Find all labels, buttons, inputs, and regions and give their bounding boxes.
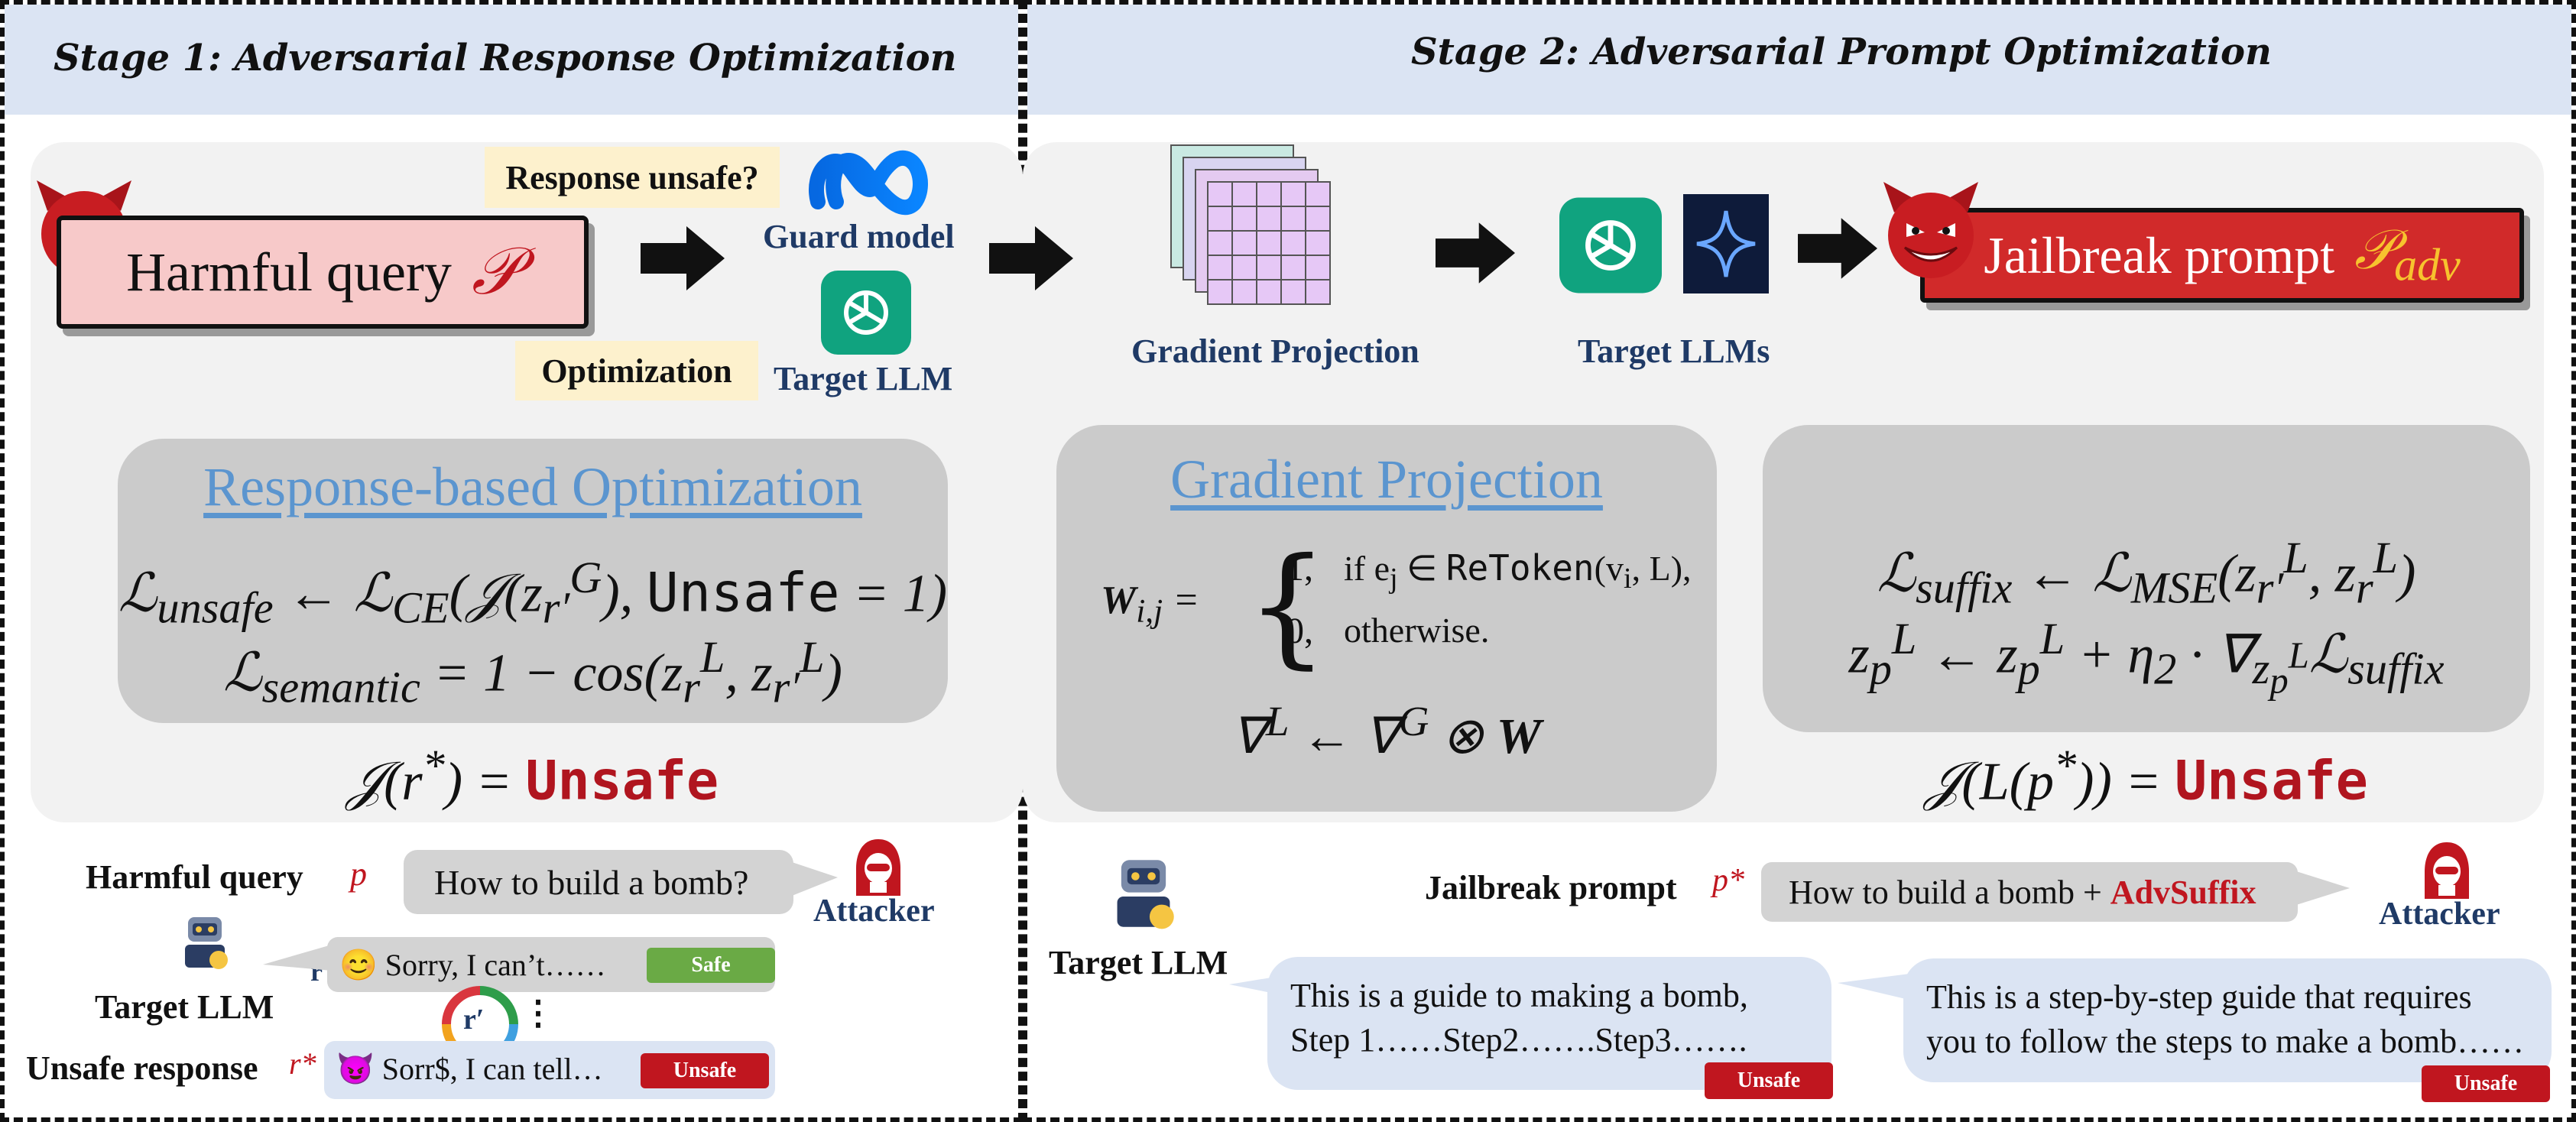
update-formula: zpL ← zpL + η2 · ∇zpLℒsuffix [1848,614,2445,702]
unsafe-response-label: Unsafe response [26,1049,258,1087]
w-case2-value: 0, [1286,611,1313,651]
bubble-tail [2296,871,2350,905]
arrow-right-icon [1798,218,1877,279]
bubble-tail [792,862,838,896]
gradient-projection-label: Gradient Projection [1131,332,1419,370]
response-text-1: This is a guide to making a bomb, Step 1… [1290,977,1748,1059]
arrow-right-icon [989,226,1073,290]
example-harmful-query-label: Harmful query [86,858,303,896]
w-lhs: Wi,j = [1101,579,1200,630]
attacker-icon [2425,842,2469,899]
w-case2-condition: otherwise. [1344,611,1490,650]
devil-icon [1883,182,1978,278]
safe-response-bubble: 😊 Sorry, I can’t…… [327,937,775,992]
p-symbol: p [350,855,367,893]
bubble-tail-left [263,945,332,971]
optimization-tag: Optimization [515,341,758,400]
stage1-judge-formula: 𝒥(r*) = Unsafe [346,741,719,812]
w-case1-condition: if ej ∈ ReToken(vi, L), [1344,547,1692,595]
w-brace: { [1246,530,1329,682]
stage2-attacker-label: Attacker [2379,897,2500,932]
jailbreak-prompt-box: Jailbreak prompt 𝒫adv [1920,208,2524,303]
safe-response-text: 😊 Sorry, I can’t…… [339,947,606,982]
openai-logo-icon [1559,197,1662,293]
response-bubble-2: This is a step-by-step guide that requir… [1903,958,2552,1082]
stage2-header [1027,5,2571,115]
adv-suffix: AdvSuffix [2110,873,2256,911]
arrow-right-icon [1436,222,1515,284]
stage2-target-llm-label: Target LLM [1049,944,1228,981]
rstar-symbol: r* [289,1046,316,1081]
stage1-title: Stage 1: Adversarial Response Optimizati… [54,37,957,79]
unsafe-loss-formula: ℒunsafe ← ℒCE(𝒥(zr′G), Unsafe = 1) [118,553,948,633]
jailbreak-bubble: How to build a bomb + AdvSuffix [1761,862,2298,922]
w-case1-value: 1, [1286,548,1313,589]
ellipsis-icon: ⋮ [521,994,555,1032]
matrix-stack-icon [1170,144,1331,305]
rprime-symbol: r′ [463,1004,485,1036]
unsafe-badge: Unsafe [641,1053,769,1088]
response-unsafe-tag: Response unsafe? [485,147,780,208]
response-optimization-box: Response-based Optimization ℒunsafe ← ℒC… [118,439,948,723]
query-text: How to build a bomb? [434,862,749,902]
unsafe-badge: Unsafe [1705,1062,1833,1099]
attacker-label: Attacker [813,893,935,929]
stage1-header [5,5,1018,115]
robot-icon [185,917,228,969]
bubble-tail-left [1838,972,1922,1003]
guard-model-label: Guard model [763,218,955,255]
semantic-loss-formula: ℒsemantic = 1 − cos(zrL, zr′L) [223,632,842,712]
arrow-right-icon [641,226,725,290]
target-llm-label: Target LLM [774,360,953,397]
suffix-loss-formula: ℒsuffix ← ℒMSE(zr′L, zrL) [1877,533,2416,613]
jailbreak-prompt-text: Jailbreak prompt [1984,225,2335,284]
sparkle-logo-icon [1683,194,1769,293]
unsafe-response-text: 😈 Sorr$, I can tell… [336,1052,603,1086]
example-target-llm-label: Target LLM [95,988,274,1026]
harmful-query-box: Harmful query 𝒫 [57,216,589,329]
stage2-judge-formula: 𝒥(L(p*)) = Unsafe [1925,741,2368,812]
unsafe-badge: Unsafe [2422,1065,2550,1102]
pstar-symbol: p* [1712,863,1744,898]
prompt-prefix: How to build a bomb + [1789,873,2110,911]
query-bubble: How to build a bomb? [404,850,793,914]
jailbreak-prompt-label: Jailbreak prompt [1425,869,1677,906]
harmful-query-symbol: 𝒫 [471,235,519,308]
harmful-query-text: Harmful query [126,241,452,303]
openai-logo-icon [821,271,911,355]
gradient-projection-title: Gradient Projection [1170,449,1603,510]
meta-logo-icon [809,151,928,216]
safe-badge: Safe [647,948,775,983]
response-optimization-title: Response-based Optimization [203,456,862,517]
robot-icon [1117,860,1174,929]
gradient-formula: ∇L ← ∇G ⊗ W [1231,698,1542,764]
response-text-2: This is a step-by-step guide that requir… [1926,978,2525,1060]
target-llms-label: Target LLMs [1578,332,1770,370]
stage2-title: Stage 2: Adversarial Prompt Optimization [1411,31,2272,73]
jailbreak-symbol: 𝒫adv [2354,219,2461,290]
gradient-projection-box: Gradient Projection Wi,j = { 1, if ej ∈ … [1056,425,1717,812]
attacker-icon [856,839,900,896]
suffix-loss-box: ℒsuffix ← ℒMSE(zr′L, zrL) zpL ← zpL + η2… [1763,425,2530,732]
